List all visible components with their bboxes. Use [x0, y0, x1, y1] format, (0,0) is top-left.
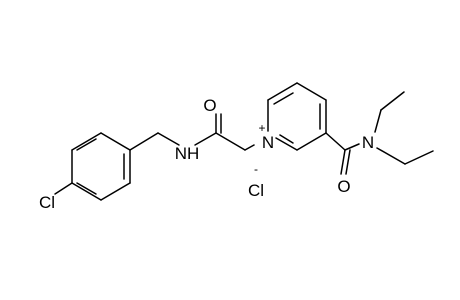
negative-charge-label: -	[254, 162, 258, 176]
chloride-counterion-label: Cl	[248, 181, 264, 200]
amide-oxygen-label: O	[203, 96, 216, 115]
carboxamide-nitrogen-label: N	[362, 133, 374, 152]
pyridinium-ring	[267, 82, 327, 151]
pyridinium-nitrogen-label: N	[262, 133, 274, 152]
c-cl-bond	[54, 182, 73, 195]
carboxamide-oxygen-label: O	[337, 177, 350, 196]
diethylcarboxamide	[325, 91, 434, 175]
positive-charge-label: +	[258, 121, 265, 135]
amide-linker	[129, 113, 255, 151]
chlorine-atom-label: Cl	[39, 193, 55, 212]
chlorophenyl-ring	[71, 132, 131, 201]
amide-nh-label: NH	[175, 144, 200, 163]
